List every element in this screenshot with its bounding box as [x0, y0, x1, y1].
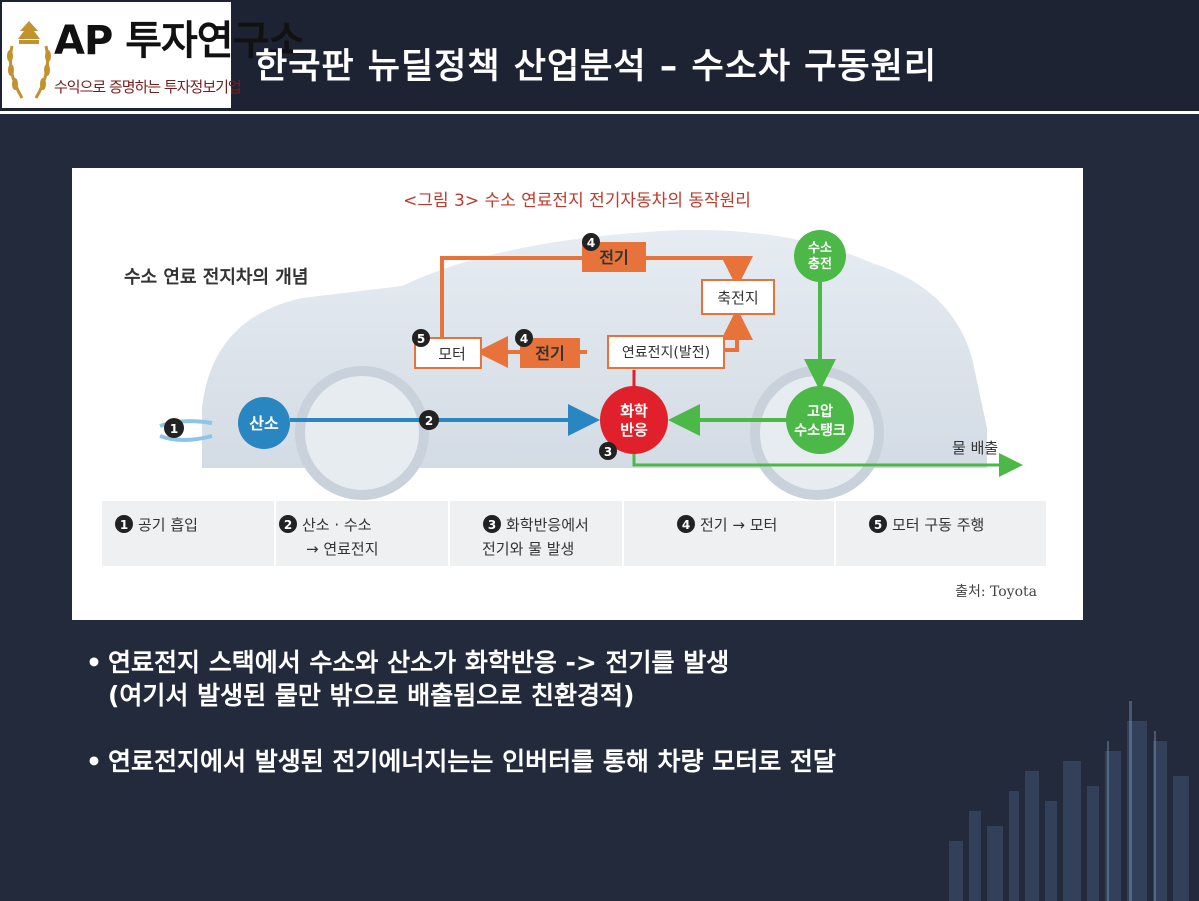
battery-box [701, 279, 775, 315]
hydrogen-charge-line2: 충전 [808, 256, 832, 272]
bullet-dot: • [86, 648, 102, 677]
hydrogen-tank-node [786, 386, 854, 454]
oxygen-label: 산소 [249, 414, 279, 433]
step-4-marker [677, 515, 695, 533]
air-intake-icon [159, 419, 213, 442]
logo: AP 투자연구소 수익으로 증명하는 투자정보기업 [2, 2, 305, 108]
bullet-list: • 연료전지 스택에서 수소와 산소가 화학반응 -> 전기를 발생 (여기서 … [86, 646, 1086, 778]
bullet-item-1: • 연료전지 스택에서 수소와 산소가 화학반응 -> 전기를 발생 (여기서 … [86, 646, 1086, 712]
marker-1-label: 1 [170, 422, 178, 436]
water-out-arrow [632, 453, 1023, 477]
marker-5 [412, 329, 430, 347]
step-3-text-line2: 전기와 물 발생 [482, 540, 574, 558]
step-3-num: 3 [488, 518, 496, 532]
tank-line1: 고압 [807, 404, 833, 420]
source-credit: 출처: Toyota [955, 584, 1037, 600]
page-title: 한국판 뉴딜정책 산업분석 – 수소차 구동원리 [255, 47, 938, 87]
bullet-1-line1: 연료전지 스택에서 수소와 산소가 화학반응 -> 전기를 발생 [108, 648, 730, 677]
motor-label: 모터 [438, 345, 466, 363]
marker-4-top [582, 233, 600, 251]
fuel-cell-label: 연료전지(발전) [622, 345, 710, 361]
marker-4-mid [515, 329, 533, 347]
fuel-cell-diagram: <그림 3> 수소 연료전지 전기자동차의 동작원리 수소 연료 전지차의 개념… [102, 191, 1046, 600]
step-5-text: 모터 구동 주행 [892, 516, 984, 534]
step-4-text: 전기 → 모터 [700, 516, 777, 534]
marker-2-label: 2 [425, 414, 433, 428]
step-2-marker [279, 515, 297, 533]
marker-4-top-label: 4 [587, 236, 595, 250]
step-5-marker [869, 515, 887, 533]
step-2-num: 2 [284, 518, 292, 532]
step-panel-2 [276, 501, 448, 566]
reaction-line2: 반응 [620, 421, 648, 439]
bullet-item-2: • 연료전지에서 발생된 전기에너지는는 인버터를 통해 차량 모터로 전달 [86, 745, 1086, 778]
step-panel-4 [624, 501, 834, 566]
marker-1 [164, 418, 184, 438]
step-3-text-line1: 화학반응에서 [506, 516, 589, 534]
step-1-text: 공기 흡입 [138, 516, 198, 534]
bullet-1-line2: (여기서 발생된 물만 밖으로 배출됨으로 친환경적) [108, 681, 635, 710]
marker-5-label: 5 [417, 332, 425, 346]
electricity-mid-label: 전기 [535, 344, 564, 363]
reaction-line1: 화학 [620, 402, 648, 420]
hydrogen-charge-node [794, 230, 846, 282]
electricity-top-label: 전기 [599, 248, 628, 267]
step-panel-3 [450, 501, 622, 566]
marker-3 [599, 442, 617, 460]
concept-label: 수소 연료 전지차의 개념 [124, 267, 308, 288]
figure-caption: <그림 3> 수소 연료전지 전기자동차의 동작원리 [403, 191, 751, 211]
fuel-cell-box [607, 335, 725, 369]
marker-2 [419, 410, 439, 430]
chemical-reaction-node [600, 386, 668, 454]
water-out-label: 물 배출 [952, 439, 998, 457]
city-skyline-decoration [949, 701, 1189, 901]
step-2-text-line1: 산소 · 수소 [302, 516, 372, 534]
oxygen-node [238, 397, 290, 449]
laurel-crown-icon [7, 21, 51, 99]
steps-strip: 1 공기 흡입 2 산소 · 수소 → 연료전지 3 화학반응에서 전기와 물 … [102, 501, 1046, 566]
front-wheel [295, 366, 429, 500]
bullet-2-line1: 연료전지에서 발생된 전기에너지는는 인버터를 통해 차량 모터로 전달 [108, 747, 836, 776]
marker-3-label: 3 [604, 445, 612, 459]
step-3-marker [483, 515, 501, 533]
step-5-num: 5 [874, 518, 882, 532]
marker-4-mid-label: 4 [520, 332, 528, 346]
bullet-dot: • [86, 747, 102, 776]
step-4-num: 4 [682, 518, 690, 532]
logo-tagline: 수익으로 증명하는 투자정보기업 [54, 78, 242, 96]
battery-label: 축전지 [717, 289, 758, 307]
motor-box [414, 337, 482, 369]
diagram-figure: <그림 3> 수소 연료전지 전기자동차의 동작원리 수소 연료 전지차의 개념… [72, 168, 1083, 620]
step-2-text-line2: → 연료전지 [306, 540, 379, 558]
step-panel-5 [836, 501, 1046, 566]
tank-line2: 수소탱크 [794, 422, 846, 439]
step-panel-1 [102, 501, 274, 566]
hydrogen-charge-line1: 수소 [808, 241, 832, 256]
logo-text: AP 투자연구소 [54, 18, 305, 64]
step-1-num: 1 [120, 518, 128, 532]
header-divider [0, 111, 1199, 114]
step-1-marker [115, 515, 133, 533]
header-bar: AP 투자연구소 수익으로 증명하는 투자정보기업 한국판 뉴딜정책 산업분석 … [0, 0, 1199, 111]
